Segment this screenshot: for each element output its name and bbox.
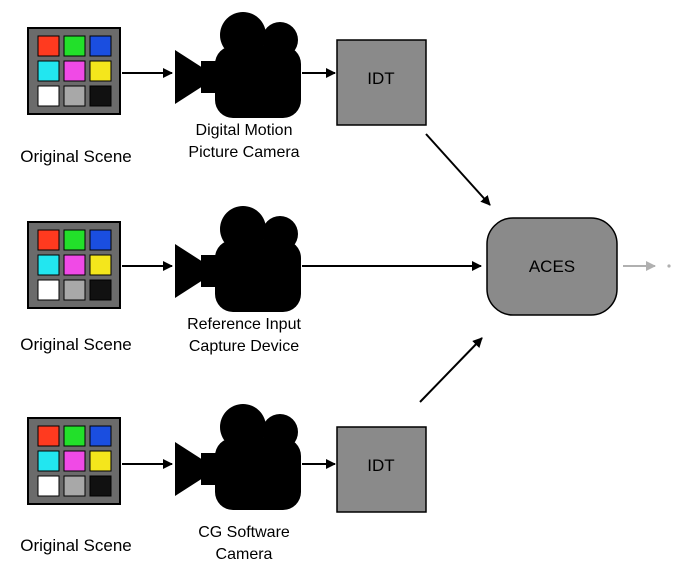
color-swatch [63, 60, 86, 82]
device-label-line2: Camera [216, 546, 273, 563]
color-swatch [37, 279, 60, 301]
device-label-line2: Capture Device [189, 338, 299, 355]
color-chart-icon [27, 417, 121, 505]
device-label-line1: Reference Input [187, 316, 301, 333]
color-swatch [89, 425, 112, 447]
arrow-icon [425, 133, 491, 206]
idt-box: IDT [336, 426, 427, 513]
color-swatch [89, 475, 112, 497]
arrow-icon [419, 337, 483, 403]
color-swatch [37, 425, 60, 447]
camera-icon [175, 12, 301, 118]
color-swatch [63, 85, 86, 107]
aces-label: ACES [529, 257, 575, 276]
color-swatch [89, 450, 112, 472]
color-swatch [37, 475, 60, 497]
camera-icon [175, 404, 301, 510]
color-swatch [63, 450, 86, 472]
color-swatch [37, 60, 60, 82]
color-swatch [63, 279, 86, 301]
color-swatch [89, 254, 112, 276]
row-cg-software-camera: Original Scene CG Software Camera IDT [20, 337, 483, 563]
color-swatch [63, 35, 86, 57]
color-swatch [89, 279, 112, 301]
color-swatch [37, 85, 60, 107]
idt-label: IDT [367, 69, 394, 88]
color-swatch [89, 229, 112, 251]
scene-label: Original Scene [20, 536, 132, 555]
device-label-line2: Picture Camera [188, 144, 299, 161]
color-chart-icon [27, 221, 121, 309]
scene-label: Original Scene [20, 147, 132, 166]
color-swatch [63, 475, 86, 497]
row-digital-motion-picture-camera: Original Scene Digital Motion Picture Ca… [20, 12, 491, 206]
color-swatch [63, 254, 86, 276]
camera-icon [175, 206, 301, 312]
color-swatch [89, 85, 112, 107]
color-swatch [37, 229, 60, 251]
color-swatch [63, 425, 86, 447]
color-swatch [63, 229, 86, 251]
idt-box: IDT [336, 39, 427, 126]
idt-label: IDT [367, 456, 394, 475]
continuation-dot [667, 264, 671, 268]
color-chart-icon [27, 27, 121, 115]
color-swatch [37, 254, 60, 276]
color-swatch [37, 35, 60, 57]
row-reference-input-capture-device: Original Scene Reference Input Capture D… [20, 206, 482, 355]
device-label-line1: CG Software [198, 524, 290, 541]
color-swatch [89, 35, 112, 57]
color-swatch [89, 60, 112, 82]
device-label-line1: Digital Motion [196, 122, 293, 139]
color-swatch [37, 450, 60, 472]
aces-box: ACES [486, 217, 618, 316]
scene-label: Original Scene [20, 335, 132, 354]
